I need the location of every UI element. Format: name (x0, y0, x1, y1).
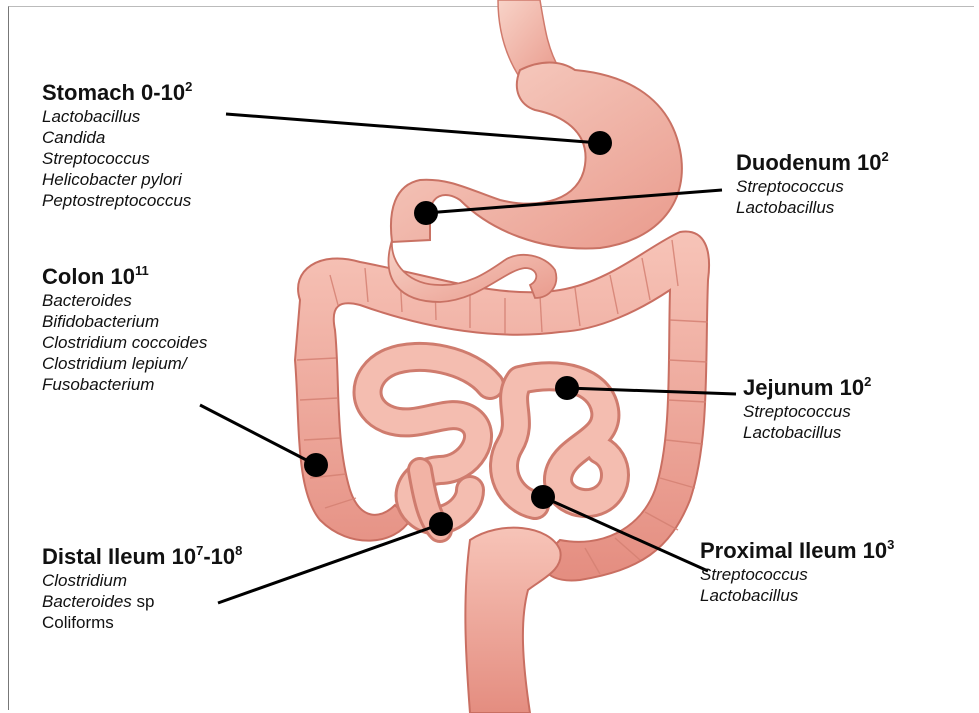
jejunum-marker (555, 376, 579, 400)
small-intestine (368, 357, 616, 530)
jejunum-title: Jejunum 102 (743, 375, 871, 401)
distal-ileum-organism: Coliforms (42, 612, 242, 633)
distal-ileum-marker (429, 512, 453, 536)
stomach-label: Stomach 0-102 Lactobacillus Candida Stre… (42, 80, 192, 211)
colon-marker (304, 453, 328, 477)
colon-organism: Clostridium lepium/ (42, 353, 207, 374)
distal-ileum-organism: Bacteroides sp (42, 591, 242, 612)
distal-ileum-label: Distal Ileum 107-108 Clostridium Bactero… (42, 544, 242, 633)
colon-label: Colon 1011 Bacteroides Bifidobacterium C… (42, 264, 207, 395)
stomach-marker (588, 131, 612, 155)
jejunum-organism: Streptococcus (743, 401, 871, 422)
duodenum-title: Duodenum 102 (736, 150, 889, 176)
proximal-ileum-organism: Streptococcus (700, 564, 894, 585)
duodenum-marker (414, 201, 438, 225)
stomach-title: Stomach 0-102 (42, 80, 192, 106)
proximal-ileum-label: Proximal Ileum 103 Streptococcus Lactoba… (700, 538, 894, 606)
jejunum-organism: Lactobacillus (743, 422, 871, 443)
proximal-ileum-marker (531, 485, 555, 509)
rectum (465, 528, 560, 713)
duodenum-label: Duodenum 102 Streptococcus Lactobacillus (736, 150, 889, 218)
stomach-organism: Candida (42, 127, 192, 148)
stomach-organism: Streptococcus (42, 148, 192, 169)
duodenum-organism: Lactobacillus (736, 197, 889, 218)
colon-organism: Fusobacterium (42, 374, 207, 395)
duodenum-organism: Streptococcus (736, 176, 889, 197)
colon-organism: Bifidobacterium (42, 311, 207, 332)
proximal-ileum-title: Proximal Ileum 103 (700, 538, 894, 564)
proximal-ileum-organism: Lactobacillus (700, 585, 894, 606)
colon-organism: Clostridium coccoides (42, 332, 207, 353)
stomach-organism: Helicobacter pylori (42, 169, 192, 190)
jejunum-label: Jejunum 102 Streptococcus Lactobacillus (743, 375, 871, 443)
distal-ileum-organism: Clostridium (42, 570, 242, 591)
stomach-organism: Peptostreptococcus (42, 190, 192, 211)
colon-title: Colon 1011 (42, 264, 207, 290)
stomach-organism: Lactobacillus (42, 106, 192, 127)
distal-ileum-title: Distal Ileum 107-108 (42, 544, 242, 570)
colon-organism: Bacteroides (42, 290, 207, 311)
